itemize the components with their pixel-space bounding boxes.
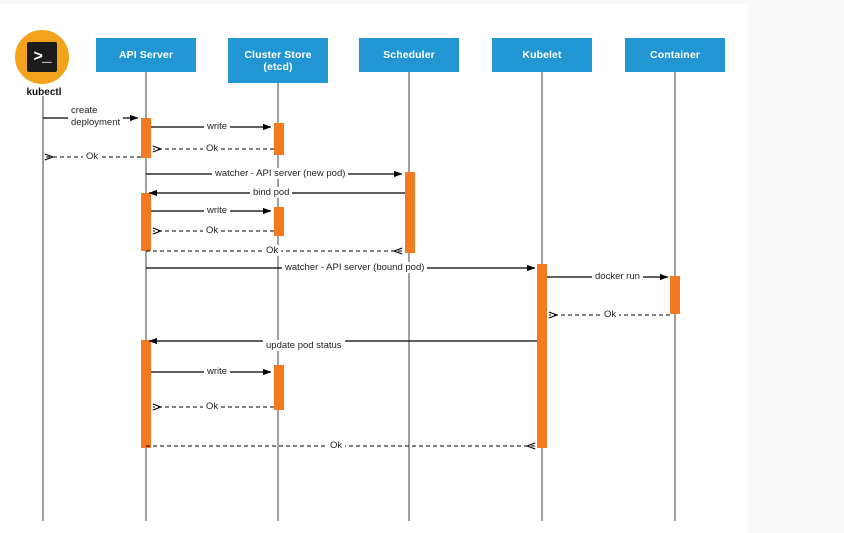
activation-etcd-2	[274, 207, 284, 236]
participant-label-cluster-store-sub: (etcd)	[263, 60, 293, 73]
message-label-deployment: deployment	[68, 117, 124, 128]
message-label-bind-pod: bind pod	[250, 187, 293, 198]
activation-api-1	[141, 118, 151, 158]
message-label-write-2: write	[204, 205, 231, 216]
message-label-ok-2: Ok	[83, 151, 102, 162]
participant-label-api-server: API Server	[118, 49, 174, 61]
participant-label-cluster-store: Cluster Store	[244, 48, 312, 61]
message-label-watcher-bound-pod: watcher - API server (bound pod)	[282, 262, 428, 273]
message-label-write-1: write	[204, 121, 231, 132]
message-label-write-3: write	[204, 366, 231, 377]
actor-kubectl-label: kubectl	[26, 87, 62, 98]
participant-label-container: Container	[650, 49, 700, 61]
message-label-ok-7: Ok	[327, 440, 346, 451]
message-label-watcher-new-pod: watcher - API server (new pod)	[212, 168, 349, 179]
message-label-ok-4: Ok	[263, 245, 282, 256]
activation-kubelet-1	[537, 264, 547, 448]
participant-header-container[interactable]: Container	[625, 38, 725, 72]
participant-header-cluster-store[interactable]: Cluster Store (etcd)	[228, 38, 328, 83]
activation-api-3	[141, 340, 151, 448]
activation-api-2	[141, 193, 151, 251]
participant-label-kubelet: Kubelet	[522, 49, 562, 61]
message-label-create: create	[68, 105, 101, 116]
message-label-docker-run: docker run	[592, 271, 643, 282]
participant-header-kubelet[interactable]: Kubelet	[492, 38, 592, 72]
participant-header-scheduler[interactable]: Scheduler	[359, 38, 459, 72]
activation-scheduler-1	[405, 172, 415, 253]
participant-header-api-server[interactable]: API Server	[96, 38, 196, 72]
message-label-update-pod-status: update pod status	[263, 340, 345, 351]
message-label-ok-5: Ok	[601, 309, 620, 320]
activation-container-1	[670, 276, 680, 314]
terminal-icon: >_	[27, 42, 57, 72]
activation-etcd-3	[274, 365, 284, 410]
message-label-ok-1: Ok	[203, 143, 222, 154]
activation-etcd-1	[274, 123, 284, 155]
message-label-ok-3: Ok	[203, 225, 222, 236]
participant-label-scheduler: Scheduler	[383, 49, 435, 61]
message-label-ok-6: Ok	[203, 401, 222, 412]
actor-kubectl-icon[interactable]: >_	[15, 30, 69, 84]
